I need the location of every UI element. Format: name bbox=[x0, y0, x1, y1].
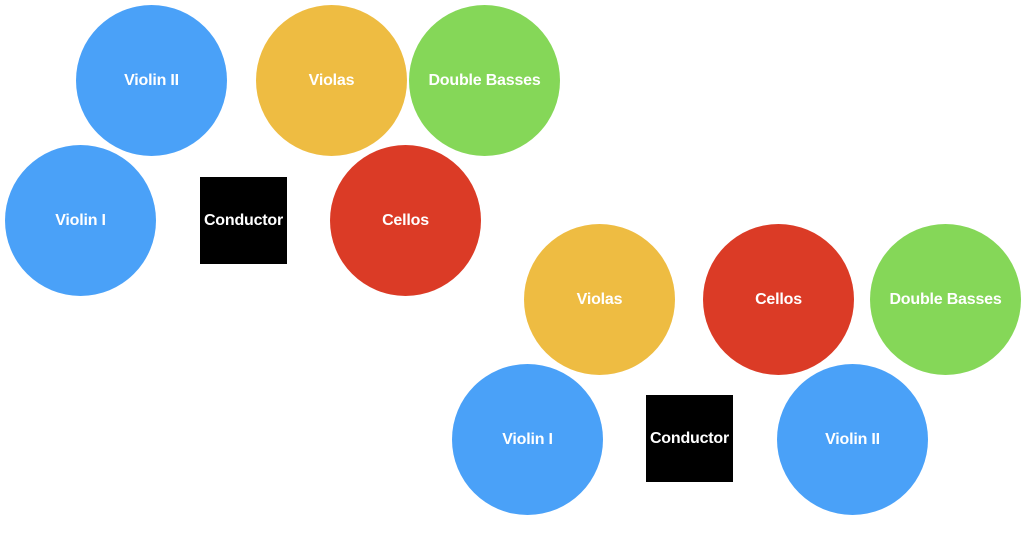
violin-ii-section: Violin II bbox=[76, 5, 227, 156]
section-label: Violas bbox=[576, 290, 623, 308]
conductor-label: Conductor bbox=[649, 429, 730, 447]
violas-section: Violas bbox=[524, 224, 675, 375]
section-label: Cellos bbox=[382, 211, 429, 229]
cellos-section: Cellos bbox=[703, 224, 854, 375]
section-label: Violin I bbox=[55, 211, 106, 229]
section-label: Violin I bbox=[502, 430, 553, 448]
section-label: Cellos bbox=[755, 290, 802, 308]
section-label: Violin II bbox=[124, 71, 179, 89]
cellos-section: Cellos bbox=[330, 145, 481, 296]
double-basses-section: Double Basses bbox=[870, 224, 1021, 375]
section-label: Violas bbox=[308, 71, 355, 89]
section-label: Violin II bbox=[825, 430, 880, 448]
conductor-podium: Conductor bbox=[646, 395, 733, 482]
violin-ii-section: Violin II bbox=[777, 364, 928, 515]
violin-i-section: Violin I bbox=[452, 364, 603, 515]
conductor-label: Conductor bbox=[203, 211, 284, 229]
violin-i-section: Violin I bbox=[5, 145, 156, 296]
conductor-podium: Conductor bbox=[200, 177, 287, 264]
violas-section: Violas bbox=[256, 5, 407, 156]
section-label: Double Basses bbox=[428, 71, 541, 89]
section-label: Double Basses bbox=[889, 290, 1002, 308]
double-basses-section: Double Basses bbox=[409, 5, 560, 156]
